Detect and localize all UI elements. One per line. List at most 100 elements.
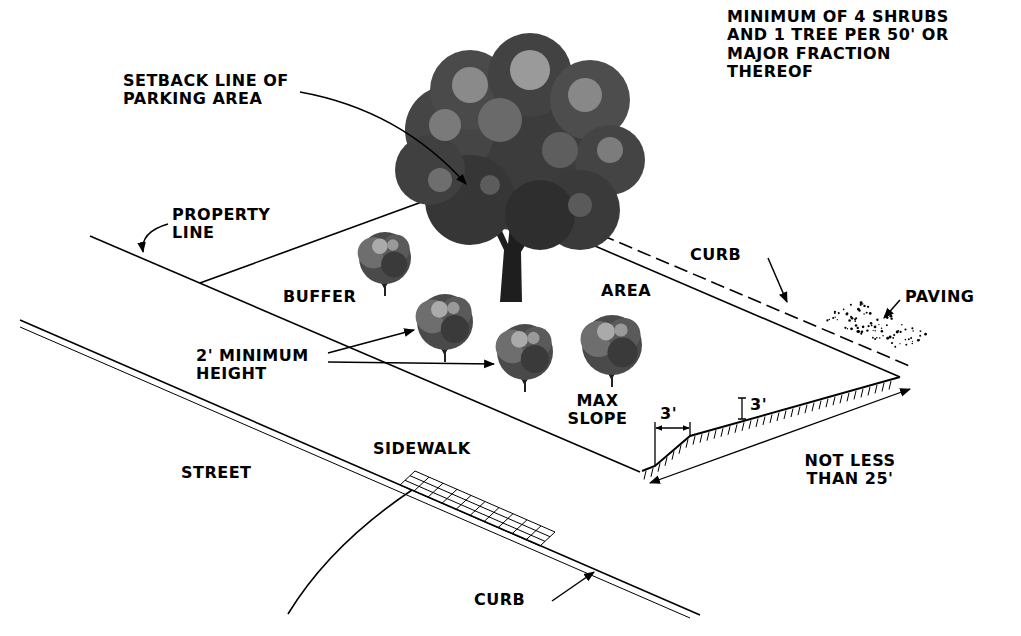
slope-hatch-part [791, 409, 793, 418]
shrubs-part-part [527, 332, 539, 344]
dimension-lines-part [738, 398, 746, 419]
dimension-label: NOT LESS THAN 25' [790, 452, 910, 489]
tree-part [480, 175, 500, 195]
paving-stipple-part [920, 330, 922, 332]
paving-stipple-part [832, 317, 834, 319]
paving-stipple-part [826, 319, 828, 321]
paving-stipple-part [876, 319, 878, 321]
paving-stipple-part [829, 319, 831, 321]
paving-stipple-part [881, 330, 884, 333]
shrubs-part-part [597, 323, 615, 341]
slope-hatch-part [686, 439, 688, 448]
leader-lines-part [328, 330, 414, 353]
paving-stipple-part [869, 312, 872, 315]
shrubs-part-part [614, 323, 627, 336]
slope-hatch-part [777, 412, 779, 421]
slope-hatch-part [700, 434, 702, 443]
shrubs-part-part [447, 302, 459, 314]
paving-stipple-part [890, 317, 892, 319]
paving-stipple-part [850, 327, 853, 330]
dimension-lines-part [656, 427, 689, 428]
tree-part [429, 109, 461, 141]
slope-hatch-part [728, 426, 730, 435]
planting-note: MINIMUM OF 4 SHRUBS AND 1 TREE PER 50' O… [727, 8, 977, 82]
paving-stipple-part [856, 330, 859, 333]
slope-hatch-part [889, 381, 891, 390]
paving-stipple-part [901, 324, 903, 326]
dimension-label: 3' [660, 405, 677, 423]
paving-stipple-part [917, 339, 920, 342]
paving-stipple-part [857, 330, 860, 333]
buffer-label: BUFFER [283, 288, 356, 306]
paving-stipple-part [881, 328, 883, 330]
slope-hatch-part [651, 468, 653, 477]
paving-stipple-part [919, 335, 921, 337]
paving-stipple-part [872, 337, 874, 339]
tree-part [510, 50, 550, 90]
paving-stipple [826, 301, 927, 347]
slope-hatch-part [749, 420, 751, 429]
slope-hatch-part [679, 445, 681, 454]
slope-hatch-part [721, 428, 723, 437]
paving-stipple-part [863, 305, 865, 307]
paving-stipple-part [848, 319, 851, 322]
paving-stipple-part [911, 343, 913, 345]
shrubs-part-part [381, 252, 407, 278]
paving-stipple-part [852, 318, 853, 319]
paving-stipple-part [900, 331, 902, 333]
ground-lines [20, 180, 912, 618]
paving-stipple-part [854, 318, 856, 320]
paving-stipple-part [893, 334, 895, 336]
paving-stipple-part [871, 325, 873, 327]
paving-stipple-part [857, 308, 860, 311]
tree-part [478, 98, 522, 142]
paving-label: PAVING [905, 288, 974, 306]
paving-stipple-part [905, 339, 907, 341]
slope-hatch-part [868, 387, 870, 396]
paving-stipple-part [924, 333, 927, 336]
paving-stipple-part [838, 312, 840, 314]
paving-stipple-part [874, 338, 876, 340]
slope-hatch-part [707, 432, 709, 441]
paving-stipple-part [904, 328, 906, 330]
paving-stipple-part [846, 312, 848, 314]
shrubs-part-part [608, 338, 638, 368]
paving-stipple-part [882, 335, 884, 337]
paving-stipple-part [896, 331, 899, 334]
tree-part [597, 137, 623, 163]
area-label: AREA [601, 282, 651, 300]
tree-part [568, 78, 602, 112]
dimension-lines-part [655, 422, 690, 466]
shrubs-part [496, 324, 553, 392]
paving-stipple-part [894, 346, 896, 348]
paving-stipple-part [863, 313, 864, 314]
dimension-label: 3' [750, 396, 767, 414]
sidewalk-label: SIDEWALK [373, 440, 471, 458]
tree-part [428, 168, 452, 192]
paving-stipple-part [912, 330, 913, 331]
paving-stipple-part [873, 330, 874, 331]
slope-label: MAX SLOPE [560, 392, 635, 429]
paving-stipple-part [912, 341, 913, 342]
tree-part [542, 132, 578, 168]
shrubs-part-part [431, 301, 448, 318]
slope-hatch-part [826, 399, 828, 408]
curb-label: CURB [690, 246, 741, 264]
paving-stipple-part [876, 337, 878, 339]
sidewalk-paving-part [414, 477, 541, 540]
paving-stipple-part [855, 324, 858, 327]
slope-hatch-part [819, 401, 821, 410]
tree-part [568, 193, 592, 217]
tree-part [395, 135, 465, 205]
paving-stipple-part [891, 342, 893, 344]
shrubs-part-part [387, 239, 398, 250]
paving-stipple-part [891, 343, 892, 344]
parking-curb [472, 180, 912, 367]
paving-stipple-part [862, 303, 864, 305]
leader-lines [143, 92, 900, 601]
paving-stipple-part [860, 301, 863, 304]
paving-stipple-part [905, 344, 907, 346]
paving-stipple-part [886, 317, 888, 319]
slope-hatch-part [875, 385, 877, 394]
setback-label: SETBACK LINE OF PARKING AREA [123, 72, 338, 109]
